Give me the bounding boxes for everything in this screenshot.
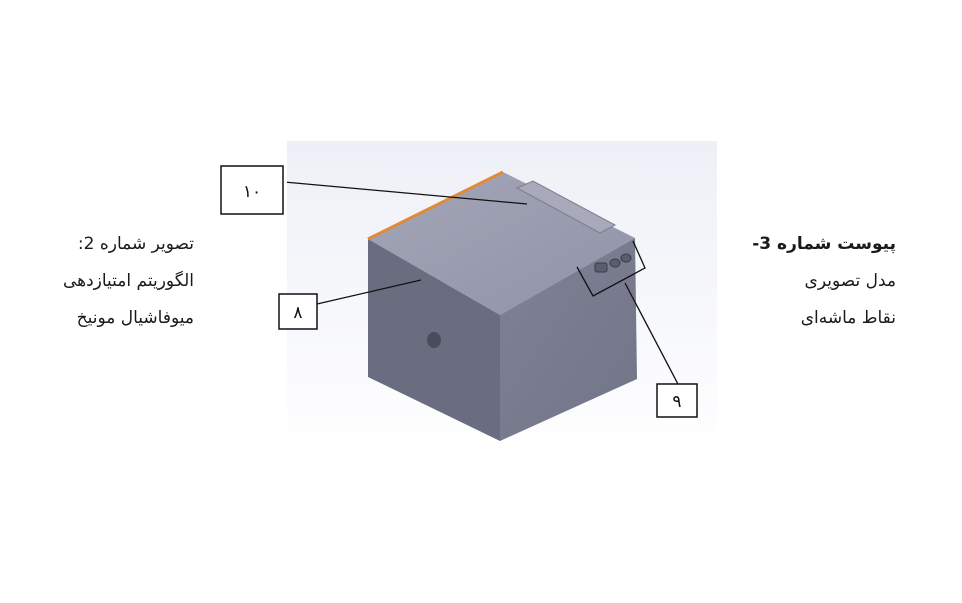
box-model-svg: ۹ <box>287 141 717 463</box>
callout-9-leader <box>624 282 680 387</box>
appendix-title: پیوست شماره 3- <box>752 234 896 254</box>
callout-10-label: ۱۰ <box>243 182 261 202</box>
top-slot <box>515 180 617 234</box>
figure-title: تصویر شماره 2: <box>77 234 194 254</box>
control-buttons <box>594 253 632 273</box>
callout-9-box <box>656 383 698 418</box>
box-right-face <box>500 238 637 441</box>
figure-caption: تصویر شماره 2: الگوریتم امتیازدهی میوفاش… <box>63 236 194 347</box>
appendix-line-2: نقاط ماشه‌ای <box>800 308 896 328</box>
button-3 <box>620 253 632 263</box>
box-edge-highlight <box>367 170 504 241</box>
callout-9-bracket <box>576 240 646 297</box>
appendix-caption: پیوست شماره 3- مدل تصویری نقاط ماشه‌ای <box>752 236 896 347</box>
callout-8-label: ۸ <box>293 303 302 323</box>
callout-8-leader <box>316 279 422 305</box>
callout-10-leader <box>287 181 528 205</box>
button-1 <box>594 262 608 273</box>
figure-line-2: میوفاشیال مونیخ <box>76 308 194 328</box>
callout-8-box <box>278 293 318 330</box>
callout-9-label: ۹ <box>672 392 681 412</box>
callout-10-box <box>220 165 284 215</box>
button-2 <box>609 258 621 268</box>
front-hole <box>427 332 441 348</box>
figure-line-1: الگوریتم امتیازدهی <box>62 271 194 291</box>
box-model-figure: ۹ <box>287 141 717 463</box>
appendix-line-1: مدل تصویری <box>804 271 896 291</box>
